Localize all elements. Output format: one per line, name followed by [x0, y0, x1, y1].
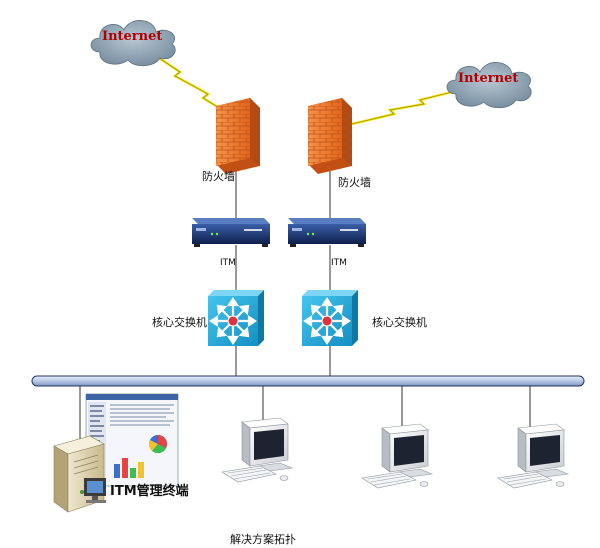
firewall-icon	[308, 98, 352, 174]
firewall-icon	[216, 98, 260, 174]
lightning-bolt-right-outline	[351, 91, 453, 125]
cloud-label-right: Internet	[458, 71, 519, 86]
management-pc-icon	[84, 478, 106, 503]
core-switch-icon	[208, 290, 264, 346]
lightning-bolt-left-outline	[149, 51, 227, 113]
client-pc-icon	[221, 417, 294, 483]
management-terminal-label: ITM管理终端	[110, 484, 189, 499]
diagram-caption: 解决方案拓扑	[230, 533, 296, 546]
itm-label-right: ITM	[331, 258, 347, 268]
client-pc-icon	[497, 423, 570, 489]
itm-appliance-icon	[288, 218, 366, 247]
cloud-label-left: Internet	[102, 29, 163, 44]
lightning-bolt-left	[149, 51, 227, 114]
core-switch-label-right: 核心交换机	[372, 316, 427, 329]
itm-label-left: ITM	[220, 258, 236, 268]
cloud-icon	[90, 20, 176, 67]
firewall-label-left: 防火墙	[202, 170, 235, 183]
firewall-label-right: 防火墙	[338, 176, 371, 189]
network-bus	[31, 375, 585, 387]
client-pc-icon	[361, 423, 434, 489]
cloud-icon	[446, 62, 532, 109]
core-switch-label-left: 核心交换机	[152, 316, 207, 329]
core-switch-icon	[302, 290, 358, 346]
itm-appliance-icon	[192, 218, 270, 247]
